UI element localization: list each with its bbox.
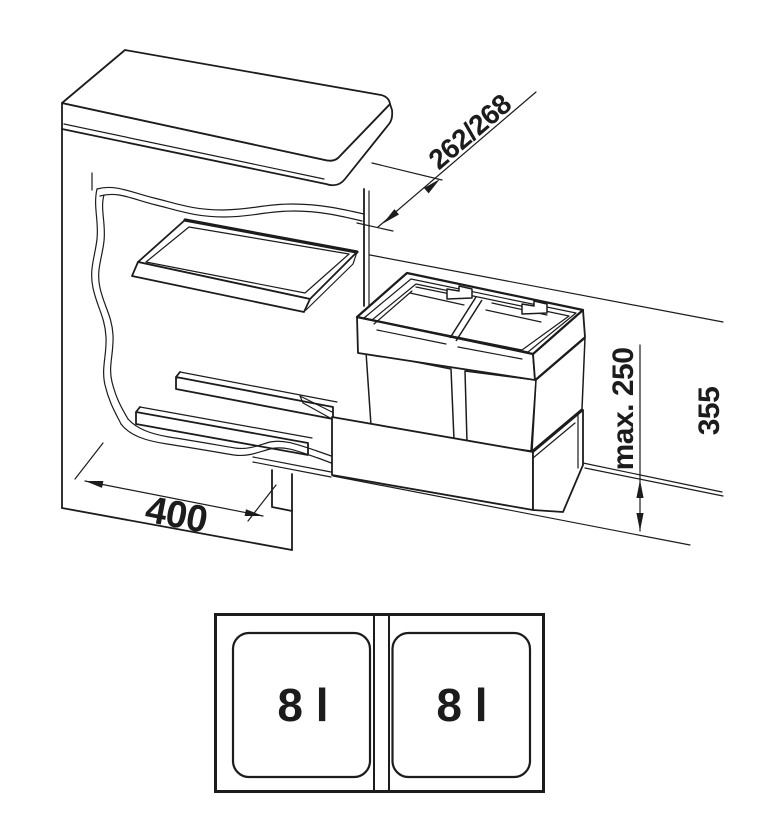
depth-dimension-label: 262/268 — [423, 88, 517, 175]
reference-lines — [369, 254, 724, 497]
plan-view: 8 l 8 l — [214, 613, 545, 793]
dimension-max-height: max. 250 — [607, 344, 644, 532]
plan-bin-right — [391, 631, 532, 779]
worktop — [61, 49, 394, 187]
width-dimension-label: 400 — [142, 489, 211, 542]
cabinet — [61, 49, 394, 551]
cabinet-carcass — [61, 128, 370, 551]
collar-frame — [355, 271, 586, 381]
bin-handle-clip-left — [446, 285, 473, 300]
cutaway-wavy-lines — [91, 186, 367, 479]
dimension-width: 400 — [74, 442, 277, 542]
plan-bin-left — [231, 631, 372, 779]
bin-right-capacity-label: 8 l — [436, 679, 487, 731]
plan-center-divider — [373, 616, 390, 790]
floor-rails — [135, 371, 338, 478]
bin-left-capacity-label: 8 l — [277, 679, 328, 731]
floor-reference-line — [332, 475, 691, 546]
max-height-dimension-label: max. 250 — [607, 348, 640, 471]
bin-handle-clip-right — [521, 300, 548, 315]
total-height-dimension-label: 355 — [693, 387, 726, 436]
pullout-unit — [299, 271, 586, 513]
interior-shelf — [131, 218, 359, 313]
pullout-bottom-frame — [299, 395, 584, 513]
dimension-total-height: 355 — [693, 387, 726, 436]
bins — [365, 337, 586, 452]
center-divider — [449, 296, 483, 342]
